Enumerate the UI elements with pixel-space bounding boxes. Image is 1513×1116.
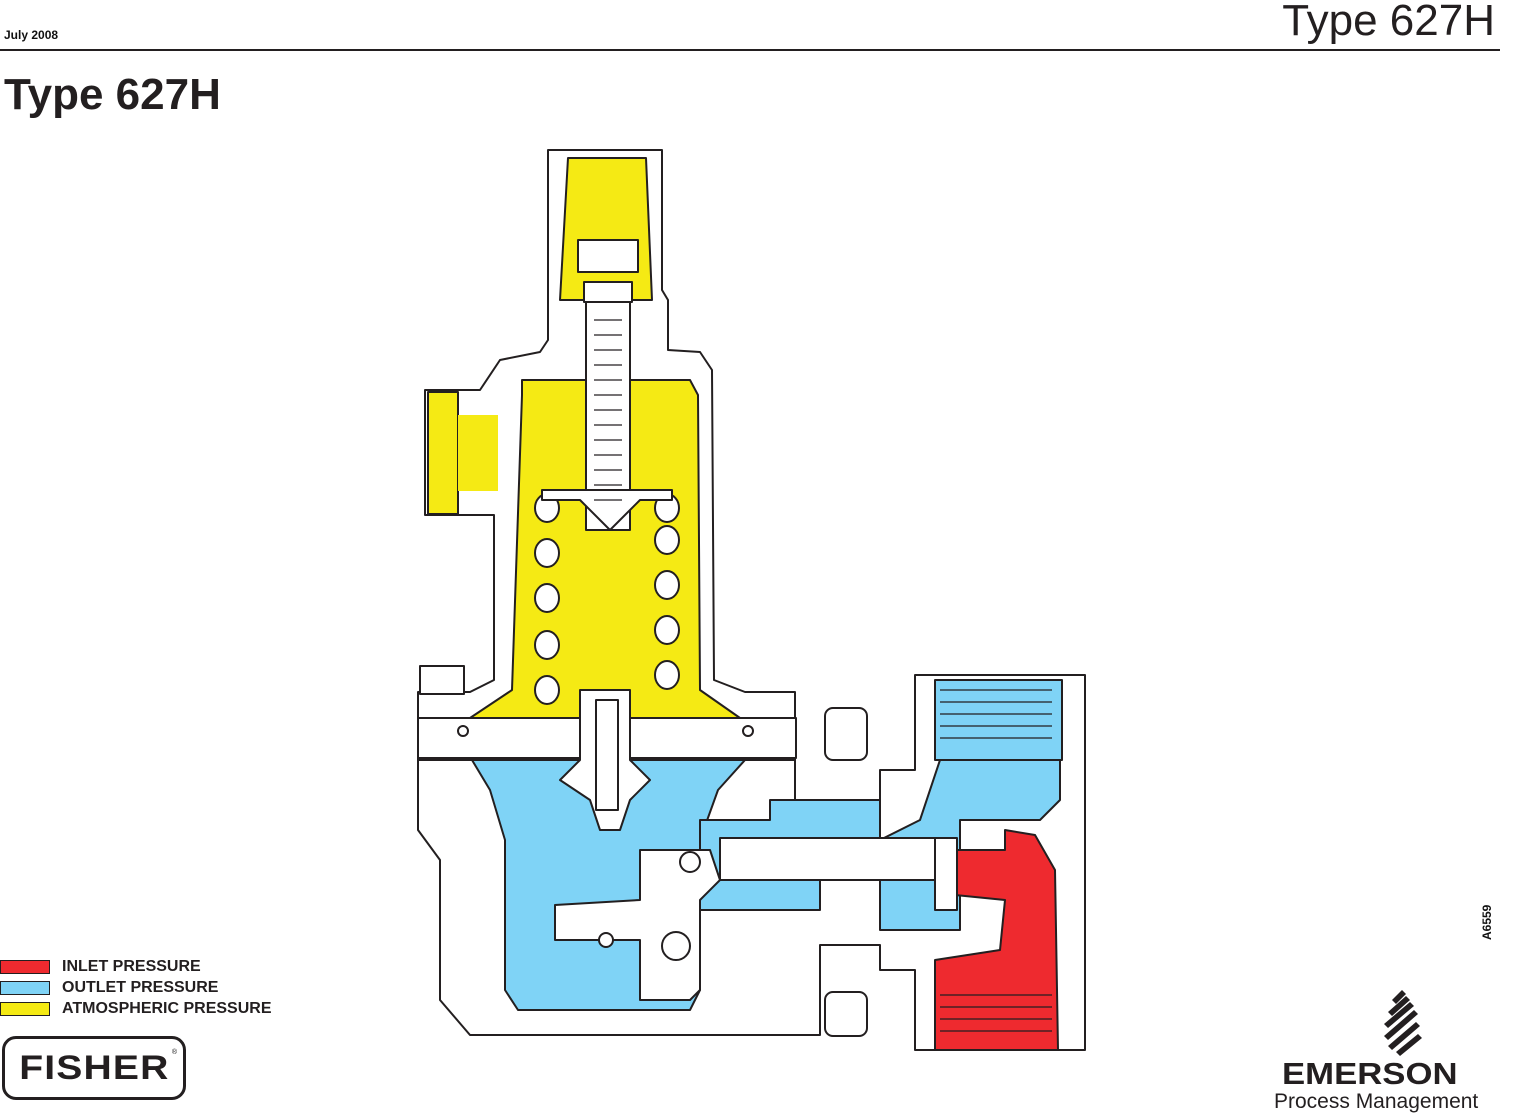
valve-stem (719, 837, 956, 881)
figure-id: A6559 (1480, 904, 1494, 940)
lower-boss (824, 991, 868, 1037)
emerson-wordmark: EMERSON (1282, 1056, 1458, 1091)
flange-bolt (419, 665, 465, 695)
legend-label: ATMOSPHERIC PRESSURE (62, 999, 272, 1017)
pressure-legend: INLET PRESSURE OUTLET PRESSURE ATMOSPHER… (0, 956, 272, 1019)
legend-label: OUTLET PRESSURE (62, 978, 219, 996)
emerson-subtitle: Process Management (1274, 1090, 1479, 1113)
adjusting-nut (577, 239, 639, 273)
header-title: Type 627H (1282, 0, 1495, 45)
fisher-wordmark: FISHER (18, 1048, 170, 1087)
emerson-logo: EMERSON Process Management (1272, 990, 1502, 1114)
orifice (934, 837, 958, 911)
header-rule (0, 49, 1500, 51)
lever (554, 849, 721, 1001)
page-title: Type 627H (4, 70, 221, 119)
registered-mark-icon: ® (171, 1049, 177, 1056)
legend-label: INLET PRESSURE (62, 957, 201, 975)
legend-item-inlet: INLET PRESSURE (0, 956, 272, 977)
emerson-mark-icon (1384, 990, 1422, 1056)
inlet-swatch (0, 959, 50, 974)
legend-item-outlet: OUTLET PRESSURE (0, 977, 272, 998)
vent-plug (427, 391, 459, 515)
legend-item-atmospheric: ATMOSPHERIC PRESSURE (0, 998, 272, 1019)
fisher-logo: FISHER ® (2, 1036, 186, 1100)
spring-seat (541, 489, 673, 531)
outlet-swatch (0, 980, 50, 995)
publication-date: July 2008 (4, 28, 59, 42)
closing-cap (559, 157, 653, 301)
control-spring (534, 493, 680, 705)
atmospheric-swatch (0, 1001, 50, 1016)
upper-boss (824, 707, 868, 761)
